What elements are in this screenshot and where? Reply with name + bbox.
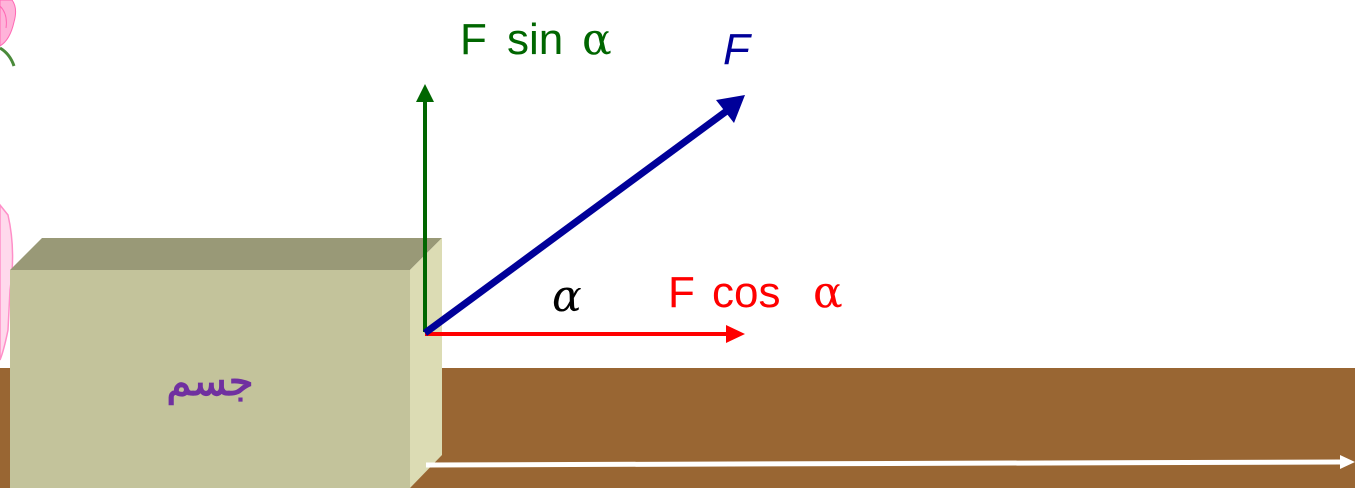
force-label: F [723, 25, 752, 74]
horizontal-func: cos [712, 268, 780, 317]
horizontal-component-label: F cos α [668, 267, 843, 318]
force-arrow [422, 95, 745, 336]
vertical-func: sin [507, 15, 563, 64]
horizontal-prefix: F [668, 268, 695, 317]
vertical-greek: α [582, 14, 612, 65]
vertical-component-label: F sin α [460, 14, 612, 65]
horizontal-component-arrow [425, 325, 745, 343]
angle-label: α [552, 271, 582, 322]
block-side-face [410, 238, 442, 488]
block-top-face [10, 238, 442, 270]
svg-text:F sin α: F sin α [460, 14, 612, 65]
body-label: جسم [166, 360, 253, 406]
motion-arrow [425, 455, 1355, 469]
horizontal-greek: α [813, 267, 843, 318]
vertical-prefix: F [460, 15, 487, 64]
svg-text:F cos α: F cos α [668, 267, 843, 318]
vertical-component-arrow [416, 84, 434, 332]
block-front-face [10, 270, 410, 488]
block-body [10, 238, 442, 488]
